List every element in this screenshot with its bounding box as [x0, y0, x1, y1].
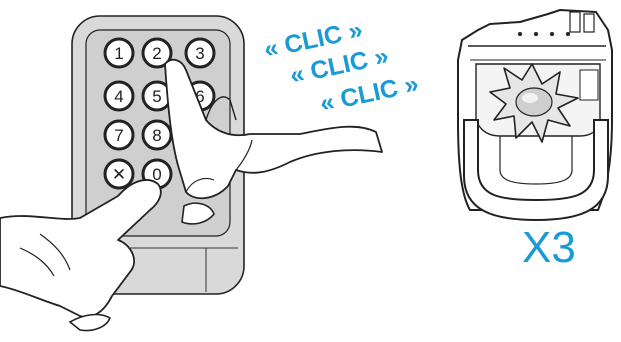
svg-text:8: 8	[152, 126, 161, 145]
key-7[interactable]: 7	[105, 121, 133, 149]
key-cancel[interactable]: ✕	[105, 160, 133, 188]
motor-unit	[458, 10, 612, 220]
svg-text:7: 7	[114, 126, 123, 145]
repeat-count-label: X3	[522, 223, 576, 272]
svg-text:2: 2	[152, 44, 161, 63]
svg-text:1: 1	[114, 44, 123, 63]
svg-text:3: 3	[195, 44, 204, 63]
key-1[interactable]: 1	[105, 39, 133, 67]
key-4[interactable]: 4	[105, 82, 133, 110]
key-3[interactable]: 3	[186, 39, 214, 67]
svg-text:4: 4	[114, 87, 123, 106]
svg-text:5: 5	[152, 87, 161, 106]
key-8[interactable]: 8	[143, 121, 171, 149]
clic-labels: « CLIC » « CLIC » « CLIC »	[261, 16, 421, 118]
svg-text:✕: ✕	[112, 165, 126, 184]
